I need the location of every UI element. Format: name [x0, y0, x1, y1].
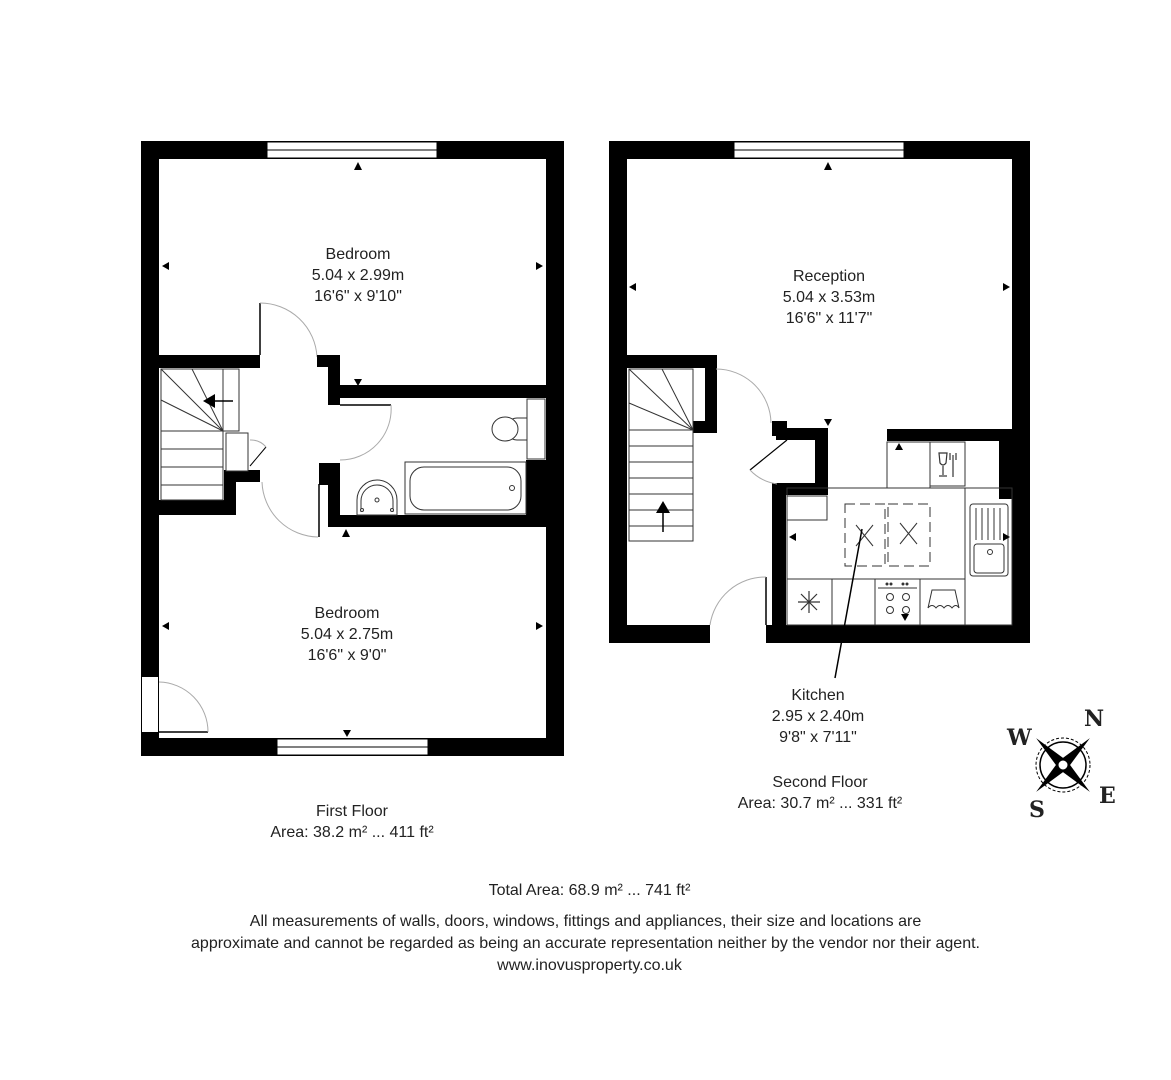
basin-icon: [356, 479, 398, 516]
room-imperial: 16'6" x 9'10": [314, 288, 402, 305]
second-floor-plan: [609, 141, 1030, 679]
bath-icon: [404, 461, 527, 515]
room-name: Kitchen: [791, 687, 845, 704]
room-metric: 2.95 x 2.40m: [771, 708, 865, 725]
disclaimer-line-2: approximate and cannot be regarded as be…: [191, 935, 980, 952]
compass-rose-icon[interactable]: [1009, 711, 1116, 818]
room-imperial: 9'8" x 7'11": [779, 729, 857, 746]
room-name: Bedroom: [325, 246, 391, 263]
stairs-icon: [628, 368, 694, 542]
window-top-reception: [733, 141, 905, 159]
fridge-icon: [798, 591, 820, 613]
room-name: Reception: [792, 268, 866, 285]
room-imperial: 16'6" x 11'7": [785, 310, 873, 327]
room-imperial: 16'6" x 9'0": [307, 647, 387, 664]
hob-icon: [844, 503, 931, 567]
floor-area: Area: 38.2 m² ... 411 ft²: [270, 824, 434, 841]
compass-label-e: E: [1099, 783, 1116, 809]
toilet-icon: [491, 398, 546, 460]
room-label-bedroom-2: Bedroom 5.04 x 2.75m 16'6" x 9'0": [301, 603, 394, 666]
website-link[interactable]: www.inovusproperty.co.uk: [497, 957, 682, 974]
first-floor-plan: [141, 141, 564, 756]
room-metric: 5.04 x 3.53m: [782, 289, 876, 306]
sink-icon: [969, 503, 1009, 577]
dishwasher-icon: [929, 441, 966, 487]
dishwasher-icon: [938, 452, 957, 477]
compass-label-w: W: [1007, 725, 1032, 751]
floor-area: Area: 30.7 m² ... 331 ft²: [737, 795, 903, 812]
floor-name: First Floor: [315, 803, 388, 820]
compass-label-s: S: [1029, 797, 1045, 823]
dimension-markers: [162, 162, 543, 737]
floor-caption-second: Second Floor Area: 30.7 m² ... 331 ft²: [738, 772, 903, 814]
compass-label-n: N: [1084, 706, 1105, 732]
room-label-reception: Reception 5.04 x 3.53m 16'6" x 11'7": [783, 266, 876, 329]
floor-caption-first: First Floor Area: 38.2 m² ... 411 ft²: [270, 801, 433, 843]
dimension-markers: [629, 162, 1010, 621]
room-label-kitchen: Kitchen 2.95 x 2.40m 9'8" x 7'11": [772, 685, 865, 748]
window-bottom-bedroom: [276, 738, 429, 756]
window-top-bedroom: [266, 141, 438, 159]
room-metric: 5.04 x 2.75m: [300, 626, 394, 643]
floor-name: Second Floor: [772, 774, 868, 791]
disclaimer-line-1: All measurements of walls, doors, window…: [249, 913, 922, 930]
washing-machine-icon: [927, 589, 960, 609]
cooker-icon: [878, 582, 917, 614]
room-label-bedroom-1: Bedroom 5.04 x 2.99m 16'6" x 9'10": [312, 244, 405, 307]
room-name: Bedroom: [314, 605, 380, 622]
total-area: Total Area: 68.9 m² ... 741 ft²: [488, 882, 691, 899]
room-metric: 5.04 x 2.99m: [311, 267, 405, 284]
stairs-icon: [160, 368, 240, 501]
